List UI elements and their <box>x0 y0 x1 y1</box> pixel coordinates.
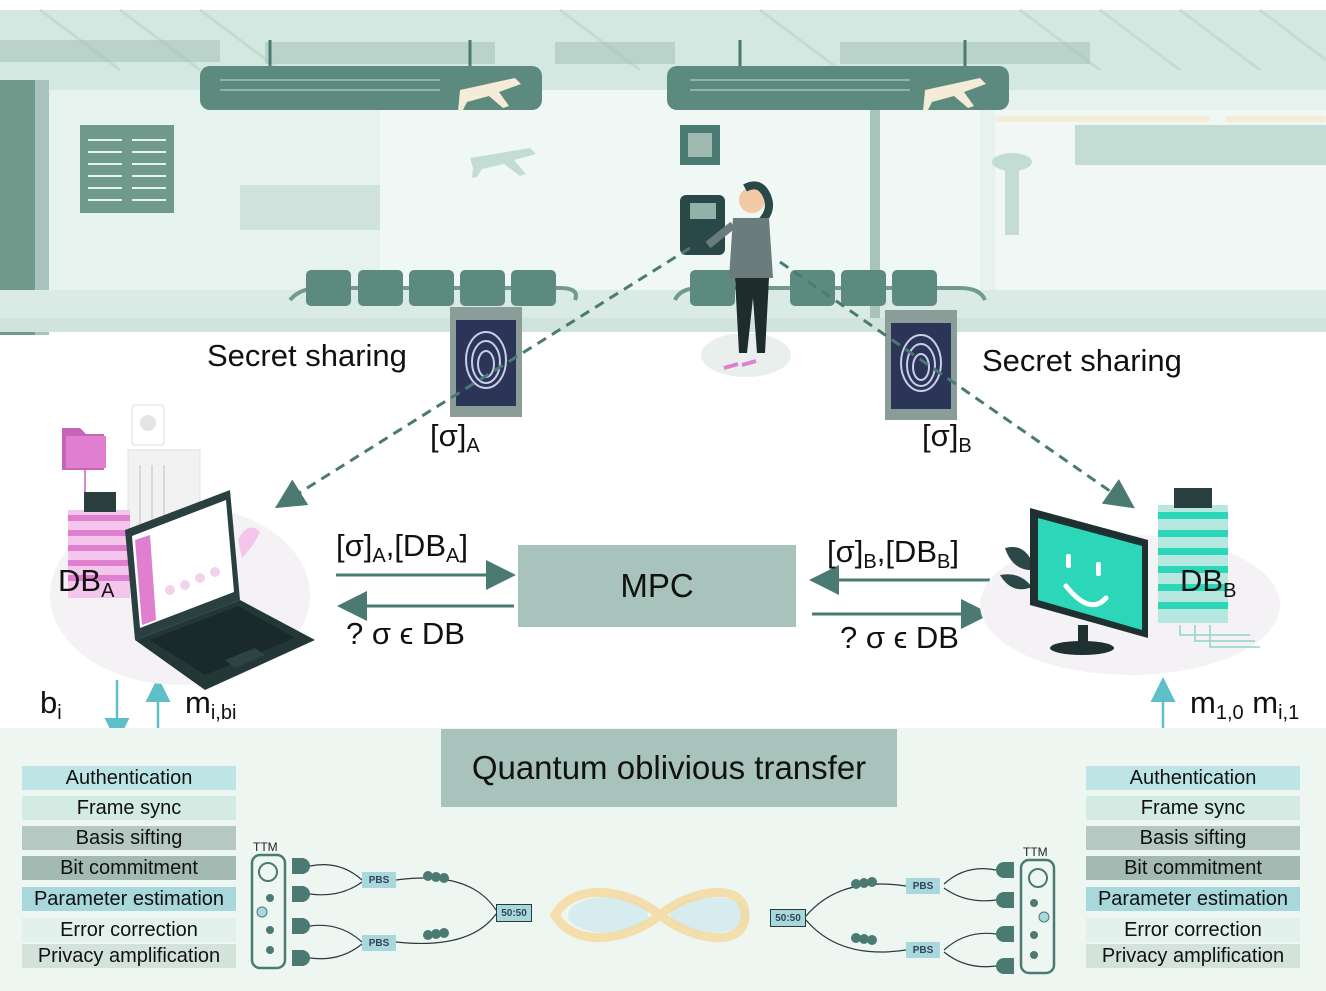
stack-right-bit-commitment: Bit commitment <box>1086 856 1300 880</box>
stack-right-privacy-amplification: Privacy amplification <box>1086 944 1300 968</box>
secret-sharing-right-label: Secret sharing <box>982 343 1182 378</box>
to-mpc-a-label: [σ]A,[DBA] <box>336 530 468 566</box>
stack-left-error-correction: Error correction <box>22 918 236 942</box>
ttm-left-label: TTM <box>253 840 278 854</box>
pbs-left-top: PBS <box>362 872 396 888</box>
mi1-sub: i,1 <box>1278 702 1300 724</box>
protocol-stack-right: Authentication Frame sync Basis sifting … <box>1086 766 1300 986</box>
db-a-base: DB <box>58 563 102 598</box>
server-rack-icon <box>1158 488 1260 648</box>
to-mpc-b-1: [σ] <box>827 534 864 569</box>
db-a-label: DBA <box>58 565 114 601</box>
to-mpc-b-label: [σ]B,[DBB] <box>827 536 959 572</box>
folder-icon <box>62 428 106 470</box>
to-mpc-a-4: A <box>446 545 460 567</box>
to-mpc-b-4: B <box>937 551 951 573</box>
protocol-stack-left: Authentication Frame sync Basis sifting … <box>22 766 236 986</box>
db-b-label: DBB <box>1180 565 1236 601</box>
beam-splitter-left: 50:50 <box>496 904 532 922</box>
stack-left-frame-sync: Frame sync <box>22 796 236 820</box>
stack-left-basis-sifting: Basis sifting <box>22 826 236 850</box>
db-b-base: DB <box>1180 563 1224 598</box>
stack-right-frame-sync: Frame sync <box>1086 796 1300 820</box>
stack-left-authentication: Authentication <box>22 766 236 790</box>
pbs-right-bottom: PBS <box>906 942 940 958</box>
m-ibi-sub: i,bi <box>210 702 237 724</box>
infinity-icon <box>549 888 750 942</box>
mpc-box: MPC <box>518 545 796 627</box>
beam-splitter-right: 50:50 <box>770 909 806 927</box>
stack-right-error-correction: Error correction <box>1086 918 1300 942</box>
to-mpc-b-2: B <box>863 551 877 573</box>
share-a-label: [σ]A <box>430 420 480 456</box>
share-a-base: [σ] <box>430 418 467 453</box>
to-mpc-a-5: ] <box>459 528 468 563</box>
pbs-left-bottom: PBS <box>362 935 396 951</box>
stack-left-bit-commitment: Bit commitment <box>22 856 236 880</box>
b-i-label: bi <box>40 687 62 723</box>
stack-right-authentication: Authentication <box>1086 766 1300 790</box>
m10-base: m <box>1190 685 1216 720</box>
share-b-sub: B <box>958 435 972 457</box>
to-mpc-b-5: ] <box>950 534 959 569</box>
m-ibi-base: m <box>185 685 211 720</box>
share-b-label: [σ]B <box>922 420 972 456</box>
m10-mi1-label: m1,0 mi,1 <box>1190 687 1299 723</box>
pbs-right-top: PBS <box>906 878 940 894</box>
stack-right-basis-sifting: Basis sifting <box>1086 826 1300 850</box>
to-mpc-b-3: ,[DB <box>876 534 937 569</box>
server-rack-icon <box>68 492 130 598</box>
db-b-sub: B <box>1223 580 1237 602</box>
query-left-label: ? σ ϵ DB <box>346 616 465 651</box>
to-mpc-a-1: [σ] <box>336 528 373 563</box>
mi1-base: m <box>1252 685 1279 720</box>
secret-sharing-left-label: Secret sharing <box>207 338 407 373</box>
airplane-icon <box>458 78 521 111</box>
b-i-sub: i <box>57 702 62 724</box>
m-ibi-label: mi,bi <box>185 687 236 723</box>
b-i-base: b <box>40 685 58 720</box>
to-mpc-a-3: ,[DB <box>385 528 446 563</box>
to-mpc-a-2: A <box>372 545 386 567</box>
quantum-oblivious-transfer-box: Quantum oblivious transfer <box>441 729 897 807</box>
stack-left-privacy-amplification: Privacy amplification <box>22 944 236 968</box>
m10-sub: 1,0 <box>1215 702 1244 724</box>
db-a-sub: A <box>101 580 115 602</box>
stack-right-parameter-estimation: Parameter estimation <box>1086 887 1300 911</box>
query-right-label: ? σ ϵ DB <box>840 620 959 655</box>
share-a-sub: A <box>466 435 480 457</box>
share-b-base: [σ] <box>922 418 959 453</box>
ttm-right-label: TTM <box>1023 845 1048 859</box>
stack-left-parameter-estimation: Parameter estimation <box>22 887 236 911</box>
